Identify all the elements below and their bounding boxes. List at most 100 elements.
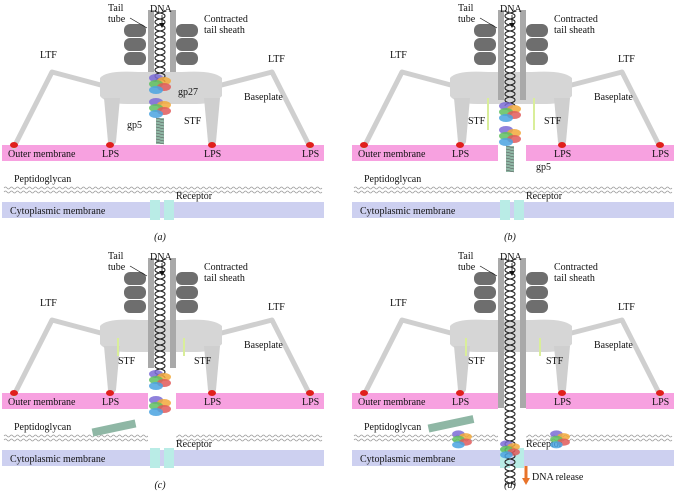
- outer-membrane-right: [176, 393, 324, 409]
- stf-right-label: STF: [546, 356, 564, 367]
- lps-marker: [656, 390, 664, 396]
- gp5-needle-stripe: [505, 166, 515, 170]
- tail-tube-left-wall: [498, 258, 504, 408]
- dna-release-label: DNA release: [532, 472, 584, 483]
- sheath-label: tail sheath: [554, 273, 595, 284]
- sheath-left-segment: [124, 24, 146, 37]
- gp5-protein: [149, 110, 163, 118]
- panel-caption: (a): [154, 232, 166, 243]
- sheath-label: Contracted: [554, 14, 598, 25]
- tail-tube-label: tube: [458, 262, 476, 273]
- lps-label: LPS: [302, 149, 319, 160]
- stf-left-leg: [104, 98, 120, 146]
- tail-tube-pointer: [479, 17, 498, 29]
- panel-caption: (b): [504, 232, 516, 243]
- outer-membrane: [2, 145, 324, 161]
- lps-marker: [208, 390, 216, 396]
- peptidoglycan-layer: [353, 186, 673, 190]
- sheath-left-segment: [474, 286, 496, 299]
- gp5-needle-stripe: [155, 126, 165, 130]
- peptidoglycan-label: Peptidoglycan: [14, 174, 71, 185]
- lps-label: LPS: [102, 397, 119, 408]
- gp27-protein: [149, 382, 163, 390]
- tail-tube-pointer: [129, 17, 148, 29]
- outer-membrane-left: [2, 393, 148, 409]
- lps-marker: [106, 390, 114, 396]
- ltf-right: [207, 317, 313, 398]
- sheath-label: Contracted: [204, 262, 248, 273]
- dna-release-arrow-head: [522, 478, 530, 485]
- dna-label: DNA: [150, 4, 172, 15]
- tail-tube-left-wall: [148, 10, 154, 72]
- tail-tube-label: Tail: [458, 3, 474, 14]
- panel-caption: (d): [504, 480, 516, 491]
- receptor-label: Receptor: [526, 191, 563, 202]
- tail-tube-label: Tail: [108, 251, 124, 262]
- peptidoglycan-layer: [3, 186, 323, 190]
- lps-label: LPS: [652, 397, 669, 408]
- dna-strand: [154, 257, 166, 379]
- dna-strand: [154, 257, 166, 379]
- peptidoglycan-gap: [148, 431, 176, 445]
- ltf-left: [361, 317, 465, 398]
- receptor-right: [164, 448, 174, 468]
- lps-label: LPS: [302, 397, 319, 408]
- outer-membrane-label: Outer membrane: [358, 397, 426, 408]
- cytoplasmic-membrane: [352, 202, 674, 218]
- sheath-right-segment: [526, 272, 548, 285]
- ltf-left-label: LTF: [40, 298, 57, 309]
- outer-membrane-left: [352, 145, 498, 161]
- tail-tube-pointer: [479, 265, 498, 277]
- stf-right-leg: [554, 98, 570, 146]
- tail-tube-left-wall: [148, 258, 154, 368]
- gp5-needle-stripe: [155, 129, 165, 133]
- gp5-needle-stripe: [505, 160, 515, 164]
- outer-membrane-label: Outer membrane: [8, 149, 76, 160]
- receptor-left: [500, 200, 510, 220]
- baseplate-label: Baseplate: [594, 340, 633, 351]
- gp5-label: gp5: [127, 120, 142, 131]
- baseplate: [100, 319, 222, 352]
- lps-marker: [106, 142, 114, 148]
- lps-marker: [558, 390, 566, 396]
- gp5-needle-stripe: [155, 123, 165, 127]
- peptidoglycan-layer: [353, 190, 673, 194]
- stf-left-label: STF: [468, 116, 486, 127]
- gp27-protein: [500, 451, 513, 459]
- gp5-needle-stripe: [155, 138, 165, 142]
- sheath-label: tail sheath: [204, 273, 245, 284]
- sheath-right-segment: [176, 38, 198, 51]
- sheath-left-segment: [474, 300, 496, 313]
- dna-strand: [154, 9, 166, 83]
- baseplate-label: Baseplate: [244, 340, 283, 351]
- outer-membrane-right: [526, 393, 674, 409]
- lps-marker: [208, 142, 216, 148]
- gp5-protein: [499, 138, 513, 146]
- dna-arrow-head: [159, 271, 165, 276]
- stf-left-leg: [454, 98, 470, 146]
- stf-right-leg: [204, 346, 220, 394]
- lps-label: LPS: [652, 149, 669, 160]
- panel-caption: (c): [154, 480, 166, 491]
- gp5-needle-stripe: [155, 117, 165, 121]
- lps-marker: [456, 142, 464, 148]
- cytoplasmic-membrane-label: Cytoplasmic membrane: [10, 206, 106, 217]
- sheath-right-segment: [526, 24, 548, 37]
- lps-marker: [360, 142, 368, 148]
- outer-membrane-right: [526, 145, 674, 161]
- gp5-needle-released: [427, 415, 475, 433]
- dna-label: DNA: [500, 252, 522, 263]
- sheath-right-segment: [176, 300, 198, 313]
- dna-label: DNA: [150, 252, 172, 263]
- gp27-protein: [499, 114, 513, 122]
- peptidoglycan-layer: [3, 190, 323, 194]
- ltf-left-label: LTF: [390, 50, 407, 61]
- dna-label: DNA: [500, 4, 522, 15]
- stf-left-label: STF: [118, 356, 136, 367]
- lps-label: LPS: [452, 149, 469, 160]
- receptor-right: [514, 200, 524, 220]
- outer-membrane-label: Outer membrane: [8, 397, 76, 408]
- sheath-right-segment: [526, 38, 548, 51]
- stf-right-leg: [204, 98, 220, 146]
